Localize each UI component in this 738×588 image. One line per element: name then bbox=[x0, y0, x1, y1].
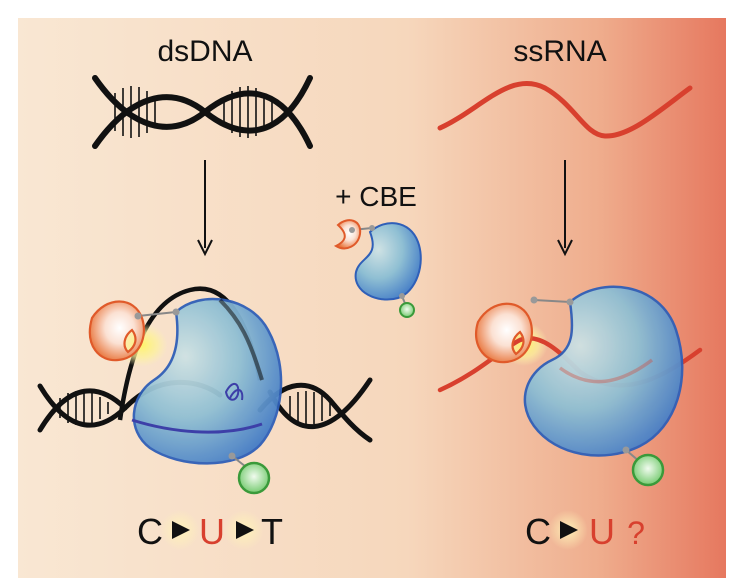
dsdna-u-base: U bbox=[199, 511, 225, 552]
arrowhead-icon bbox=[560, 521, 578, 539]
ssrna-deaminase bbox=[475, 302, 534, 364]
cbe-label: + CBE bbox=[335, 181, 417, 212]
right-down-arrow bbox=[557, 160, 573, 257]
dsdna-edit-outcome: C U T bbox=[137, 510, 283, 552]
dsdna-c-base: C bbox=[137, 511, 163, 552]
left-down-arrow bbox=[197, 160, 213, 257]
small-deaminase bbox=[333, 219, 362, 250]
ssrna-strand bbox=[437, 80, 693, 139]
dsdna-title: dsDNA bbox=[157, 35, 252, 68]
cbe-complex-small bbox=[333, 219, 422, 318]
arrowhead-icon bbox=[236, 521, 254, 539]
dsdna-cas-protein bbox=[132, 297, 283, 465]
dsdna-deaminase bbox=[88, 300, 146, 362]
ssrna-c-base: C bbox=[525, 511, 551, 552]
ssrna-cas-protein bbox=[523, 285, 684, 457]
dsdna-t-base: T bbox=[261, 511, 283, 552]
ssrna-tag bbox=[631, 453, 665, 487]
ssrna-edit-outcome: C U ? bbox=[525, 510, 645, 552]
dsdna-helix bbox=[92, 75, 313, 149]
small-tag bbox=[399, 302, 415, 318]
ssrna-question-mark: ? bbox=[627, 515, 645, 551]
ssrna-complex bbox=[437, 285, 703, 487]
ssrna-title: ssRNA bbox=[513, 35, 606, 68]
ssrna-u-base: U bbox=[589, 511, 615, 552]
arrowhead-icon bbox=[172, 521, 190, 539]
small-cas-protein bbox=[354, 222, 422, 301]
dsdna-complex bbox=[37, 286, 373, 495]
dsdna-tag bbox=[237, 461, 271, 495]
